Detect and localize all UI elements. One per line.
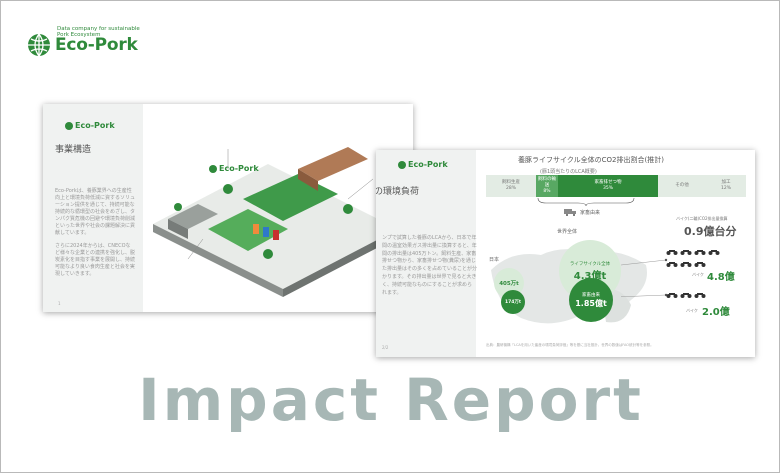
motorcycle-icon bbox=[666, 262, 678, 267]
slide1-body: Eco-Porkは、養豚業界への生産性向上と環境負荷低減に資するソリューション提… bbox=[55, 188, 136, 236]
slide1-body-2: さらに2024年からは、CNECOなど様々な企業との連携を強化し、脱炭素化を目指… bbox=[55, 243, 136, 277]
globe-icon bbox=[65, 121, 73, 130]
world-total-label: 世界全体 bbox=[557, 229, 578, 235]
slide2-logo: Eco-Pork bbox=[398, 160, 448, 169]
bar-caption: 家畜由来 bbox=[580, 210, 601, 216]
motorcycle-icons-mid bbox=[666, 260, 708, 267]
motorcycle-icon bbox=[708, 250, 720, 255]
brand-name: Eco-Pork bbox=[55, 35, 138, 55]
slide2-title: の環境負荷 bbox=[376, 187, 420, 197]
bar-segment: 飼料の輸送 8% bbox=[536, 175, 558, 197]
motorcycle-icon bbox=[694, 250, 706, 255]
motorcycle-icon bbox=[680, 262, 692, 267]
truck-icon bbox=[564, 209, 576, 216]
slide1-title: 事業構造 bbox=[55, 145, 92, 155]
motorcycle-icon bbox=[680, 293, 692, 298]
motorcycle-icons-bottom bbox=[666, 291, 708, 298]
impact-report-headline: Impact Report bbox=[138, 366, 644, 434]
bar-segment: その他 bbox=[658, 175, 706, 197]
motorcycle-icon bbox=[680, 250, 692, 255]
motorcycle-icons-top bbox=[666, 248, 722, 255]
slide1-side-panel: Eco-Pork 事業構造 Eco-Porkは、養豚業界への生産性向上と環境負荷… bbox=[43, 104, 143, 312]
motorcycle-icon bbox=[666, 250, 678, 255]
brand-tagline: Data company for sustainable Pork Ecosys… bbox=[57, 26, 140, 38]
farm-illustration bbox=[153, 147, 398, 297]
bar-segment: 加工 12% bbox=[706, 175, 746, 197]
diagram-logo: Eco-Pork bbox=[209, 164, 259, 173]
moto-top-label: バイク(二輪)CO2排出量換算 bbox=[676, 216, 728, 221]
lca-share-bar: 飼料生産 28% 飼料の輸送 8% 家畜排せつ物 35% その他 加工 12% bbox=[486, 175, 746, 197]
bar-segment: 家畜排せつ物 35% bbox=[558, 175, 658, 197]
slide2-page-number: 2/2 bbox=[382, 345, 389, 350]
globe-icon bbox=[209, 164, 217, 173]
motorcycle-icon bbox=[694, 262, 706, 267]
slide2-footnote: 出典：農研機構「LCAを用いた畜産の環境負荷評価」等を基に当社推計。世界の数値は… bbox=[486, 343, 654, 347]
slide-thumbnail-environmental-impact: Eco-Pork の環境負荷 ンプで試算した養豚のLCAから、日本で年間の温室効… bbox=[376, 150, 755, 357]
moto-bottom-value: 2.0億 bbox=[702, 307, 730, 318]
chart-title: 養豚ライフサイクル全体のCO2排出割合(推計) bbox=[518, 156, 664, 164]
slide2-side-panel: Eco-Pork の環境負荷 ンプで試算した養豚のLCAから、日本で年間の温室効… bbox=[376, 150, 478, 357]
japan-livestock-bubble: 174万t bbox=[501, 290, 525, 314]
moto-top-value: 0.9億台分 bbox=[684, 225, 737, 238]
bar-bracket bbox=[537, 198, 635, 206]
slide2-body: ンプで試算した養豚のLCAから、日本で年間の温室効果ガス排出量に換算すると、年間… bbox=[382, 235, 478, 296]
slide1-page-number: 1 bbox=[58, 301, 61, 306]
moto-mid-value: 4.8億 bbox=[707, 272, 735, 283]
livestock-bubble: 家畜由来 1.85億t bbox=[569, 278, 613, 322]
globe-icon bbox=[398, 160, 406, 169]
connector-lines bbox=[621, 258, 668, 298]
motorcycle-icon bbox=[694, 293, 706, 298]
moto-bottom-label: バイク bbox=[686, 308, 698, 313]
japan-label: 日本 bbox=[489, 257, 500, 263]
motorcycle-icon bbox=[666, 293, 678, 298]
moto-mid-label: バイク bbox=[692, 272, 704, 277]
bar-segment: 飼料生産 28% bbox=[486, 175, 536, 197]
slide-thumbnail-business-structure: Eco-Pork 事業構造 Eco-Porkは、養豚業界への生産性向上と環境負荷… bbox=[43, 104, 413, 312]
chart-subtitle: (豚1頭当たりのLCA概要) bbox=[540, 169, 597, 175]
slide1-logo: Eco-Pork bbox=[65, 121, 115, 130]
globe-icon bbox=[28, 33, 50, 57]
eco-pork-logo: Data company for sustainable Pork Ecosys… bbox=[27, 26, 140, 57]
